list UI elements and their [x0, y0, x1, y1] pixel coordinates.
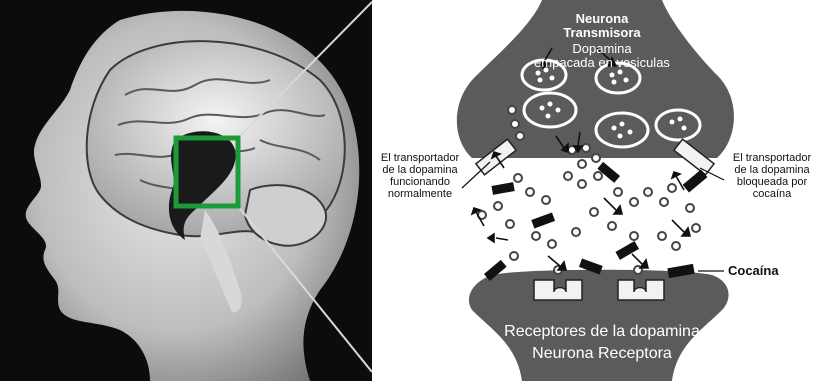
transporter-normal-label-line: de la dopamina [374, 164, 466, 176]
vesicles-label-line2: empacada en vesiculas [508, 56, 696, 70]
presynaptic-title-line2: Transmisora [532, 26, 672, 40]
transporter-normal-label-line: El transportador [374, 152, 466, 164]
vesicles-label: Dopamina empacada en vesiculas [508, 42, 696, 70]
transporter-blocked-label-line: El transportador [724, 152, 820, 164]
transporter-blocked-label-line: cocaína [724, 188, 820, 200]
receptors-label: Receptores de la dopamina [482, 322, 722, 342]
presynaptic-title-line1: Neurona [532, 12, 672, 26]
transporter-blocked-label-line: bloqueada por [724, 176, 820, 188]
transporter-blocked-label-line: de la dopamina [724, 164, 820, 176]
presynaptic-title: Neurona Transmisora [532, 12, 672, 40]
head-silhouette-illustration [0, 0, 372, 381]
head-photo-panel [0, 0, 372, 381]
synapse-diagram-panel: Neurona Transmisora Dopamina empacada en… [372, 0, 823, 381]
vesicles-label-line1: Dopamina [508, 42, 696, 56]
transporter-blocked-label: El transportador de la dopamina bloquead… [724, 152, 820, 200]
cocaine-label: Cocaína [728, 264, 779, 278]
transporter-normal-label-line: normalmente [374, 188, 466, 200]
leader-line-normal [462, 162, 490, 188]
postsynaptic-title: Neurona Receptora [482, 344, 722, 364]
transporter-normal-label-line: funcionando [374, 176, 466, 188]
transporter-normal-label: El transportador de la dopamina funciona… [374, 152, 466, 200]
